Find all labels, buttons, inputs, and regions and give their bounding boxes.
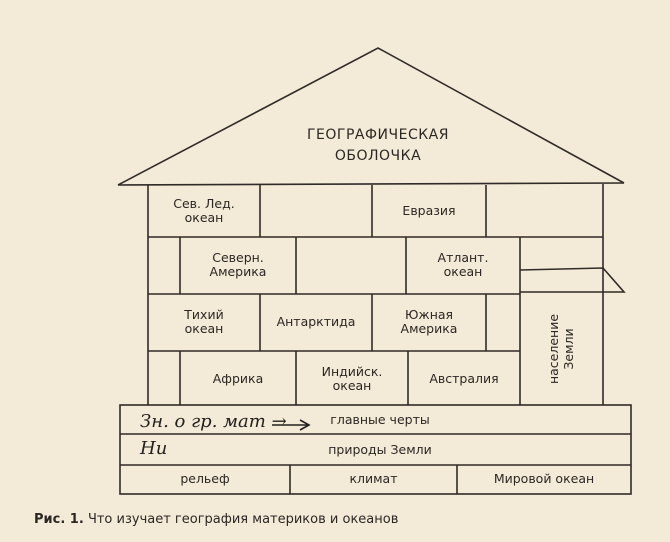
roof-title-line1: ГЕОГРАФИЧЕСКАЯ — [307, 127, 449, 143]
room-africa-label: Африка — [212, 371, 264, 386]
room-pacific-ocean: Тихий океан — [148, 300, 260, 344]
side-awning — [519, 267, 626, 293]
room-atlantic-ocean-line1: Атлант. — [437, 250, 489, 265]
room-australia-label: Австралия — [429, 371, 499, 386]
room-antarctica-label: Антарктида — [276, 314, 356, 329]
figure-caption-text: Что изучает география материков и океано… — [87, 512, 399, 527]
room-arctic-ocean: Сев. Лед. океан — [148, 190, 260, 232]
handwritten-note-line1: Зн. о гр. мат → — [140, 411, 287, 432]
room-indian-ocean: Индийск. океан — [296, 357, 408, 401]
room-atlantic-ocean: Атлант. океан — [406, 243, 520, 287]
foundation-line2: природы Земли — [328, 442, 432, 457]
room-north-america: Северн. Америка — [180, 243, 296, 287]
room-australia: Австралия — [408, 357, 520, 401]
room-antarctica: Антарктида — [260, 300, 372, 344]
roof-title-line2: ОБОЛОЧКА — [334, 148, 422, 164]
room-eurasia: Евразия — [372, 190, 486, 232]
foundation-line1: главные черты — [330, 412, 430, 427]
room-indian-ocean-line1: Индийск. — [321, 364, 383, 379]
roof-outline — [117, 47, 625, 186]
room-arctic-ocean-line1: Сев. Лед. — [173, 196, 235, 211]
room-south-america-line2: Америка — [400, 321, 458, 336]
side-room-line1: население — [546, 313, 561, 385]
room-atlantic-ocean-line2: океан — [443, 264, 483, 279]
side-room-line2: Земли — [561, 328, 576, 370]
handwritten-note-line2: Ни — [140, 438, 168, 459]
foundation-climate: климат — [349, 471, 398, 486]
figure-caption: Рис. 1. Что изучает география материков … — [34, 512, 398, 527]
room-north-america-line2: Америка — [209, 264, 267, 279]
foundation-world-ocean: Мировой океан — [493, 471, 595, 486]
foundation-relief: рельеф — [180, 471, 230, 486]
room-arctic-ocean-line2: океан — [184, 210, 224, 225]
handwritten-arrow — [272, 419, 311, 431]
room-africa: Африка — [180, 357, 296, 401]
room-indian-ocean-line2: океан — [332, 378, 372, 393]
room-north-america-line1: Северн. — [212, 250, 264, 265]
room-south-america: Южная Америка — [372, 300, 486, 344]
room-south-america-line1: Южная — [404, 307, 454, 322]
room-eurasia-label: Евразия — [402, 203, 456, 218]
roof-base — [117, 182, 625, 186]
room-pacific-ocean-line2: океан — [184, 321, 224, 336]
figure-caption-label: Рис. 1. — [34, 512, 84, 527]
side-room-population: население Земли — [546, 297, 578, 401]
room-pacific-ocean-line1: Тихий — [184, 307, 224, 322]
